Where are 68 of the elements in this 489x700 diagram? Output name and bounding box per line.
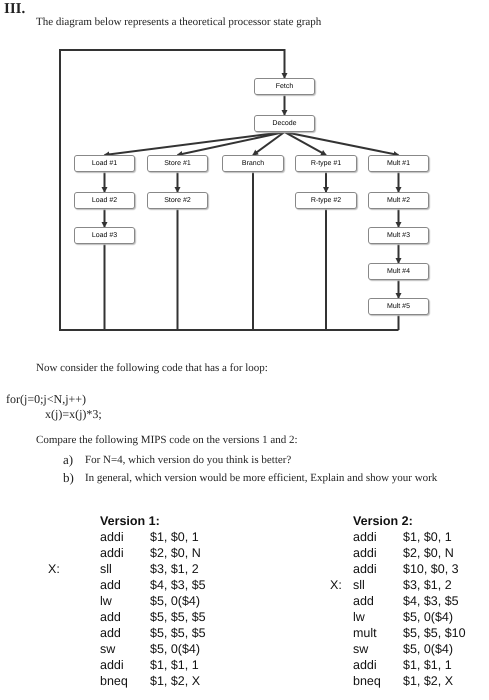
list-marker: b) xyxy=(63,470,74,486)
column-heading: Version 2: xyxy=(353,514,413,528)
opcode: mult xyxy=(353,626,377,640)
heading-text: The diagram below represents a theoretical processor state graph xyxy=(36,16,322,28)
operands: $5, 0($4) xyxy=(403,642,454,656)
arrow xyxy=(396,209,402,228)
opcode: sll xyxy=(100,562,112,576)
code-text: for(j=0;j<N,j++) xyxy=(6,392,86,407)
operands: $5, $5, $5 xyxy=(150,610,206,624)
arrow xyxy=(102,172,108,193)
opcode: add xyxy=(100,626,121,640)
operands: $5, $5, $10 xyxy=(403,626,466,640)
opcode: addi xyxy=(353,562,377,576)
opcode: add xyxy=(100,578,121,592)
opcode: lw xyxy=(353,610,365,624)
column-heading: Version 1: xyxy=(100,514,160,528)
operands: $1, $1, 1 xyxy=(403,658,452,672)
opcode: addi xyxy=(100,530,124,544)
operands: $5, 0($4) xyxy=(150,594,200,608)
operands: $1, $2, X xyxy=(403,674,454,688)
opcode: add xyxy=(353,594,374,608)
operands: $2, $0, N xyxy=(150,546,201,560)
arrow xyxy=(282,95,288,116)
opcode: addi xyxy=(353,658,377,672)
code-text: x(j)=x(j)*3; xyxy=(45,407,102,422)
question-text: Compare the following MIPS code on the versions 1 and 2: xyxy=(36,434,298,446)
arrow xyxy=(284,131,400,157)
operands: $3, $1, 2 xyxy=(150,562,199,576)
arrow xyxy=(284,131,327,156)
arrow xyxy=(396,280,402,299)
opcode: addi xyxy=(100,658,124,672)
opcode: addi xyxy=(353,546,377,560)
line-label: X: xyxy=(48,562,60,576)
arrow xyxy=(174,172,180,193)
operands: $1, $2, X xyxy=(150,674,200,688)
section-number: III. xyxy=(4,1,26,18)
opcode: bneq xyxy=(353,674,381,688)
opcode: sw xyxy=(100,642,116,656)
arrow xyxy=(396,244,402,264)
list-marker: a) xyxy=(63,452,74,468)
opcode: sw xyxy=(353,642,368,656)
arrow xyxy=(176,131,285,157)
operands: $4, $3, $5 xyxy=(403,594,459,608)
opcode: addi xyxy=(100,546,124,560)
opcode: bneq xyxy=(100,674,128,688)
operands: $5, $5, $5 xyxy=(150,626,206,640)
arrow xyxy=(396,172,402,193)
arrow xyxy=(252,131,286,156)
opcode: sll xyxy=(353,578,365,592)
question-text: For N=4, which version do you think is better? xyxy=(85,454,292,466)
operands: $2, $0, N xyxy=(403,546,454,560)
operands: $1, $0, 1 xyxy=(403,530,452,544)
operands: $10, $0, 3 xyxy=(403,562,459,576)
arrow xyxy=(323,172,329,193)
line-label: X: xyxy=(330,578,342,592)
opcode: add xyxy=(100,610,121,624)
operands: $4, $3, $5 xyxy=(150,578,206,592)
question-text: Now consider the following code that has a for loop: xyxy=(36,362,268,374)
opcode: addi xyxy=(353,530,377,544)
operands: $5, 0($4) xyxy=(150,642,200,656)
operands: $1, $1, 1 xyxy=(150,658,199,672)
arrow xyxy=(102,209,108,228)
opcode: lw xyxy=(100,594,112,608)
arrow xyxy=(59,49,398,331)
operands: $3, $1, 2 xyxy=(403,578,452,592)
question-text: In general, which version would be more efficient, Explain and show your work xyxy=(85,472,438,484)
operands: $5, 0($4) xyxy=(403,610,454,624)
operands: $1, $0, 1 xyxy=(150,530,199,544)
